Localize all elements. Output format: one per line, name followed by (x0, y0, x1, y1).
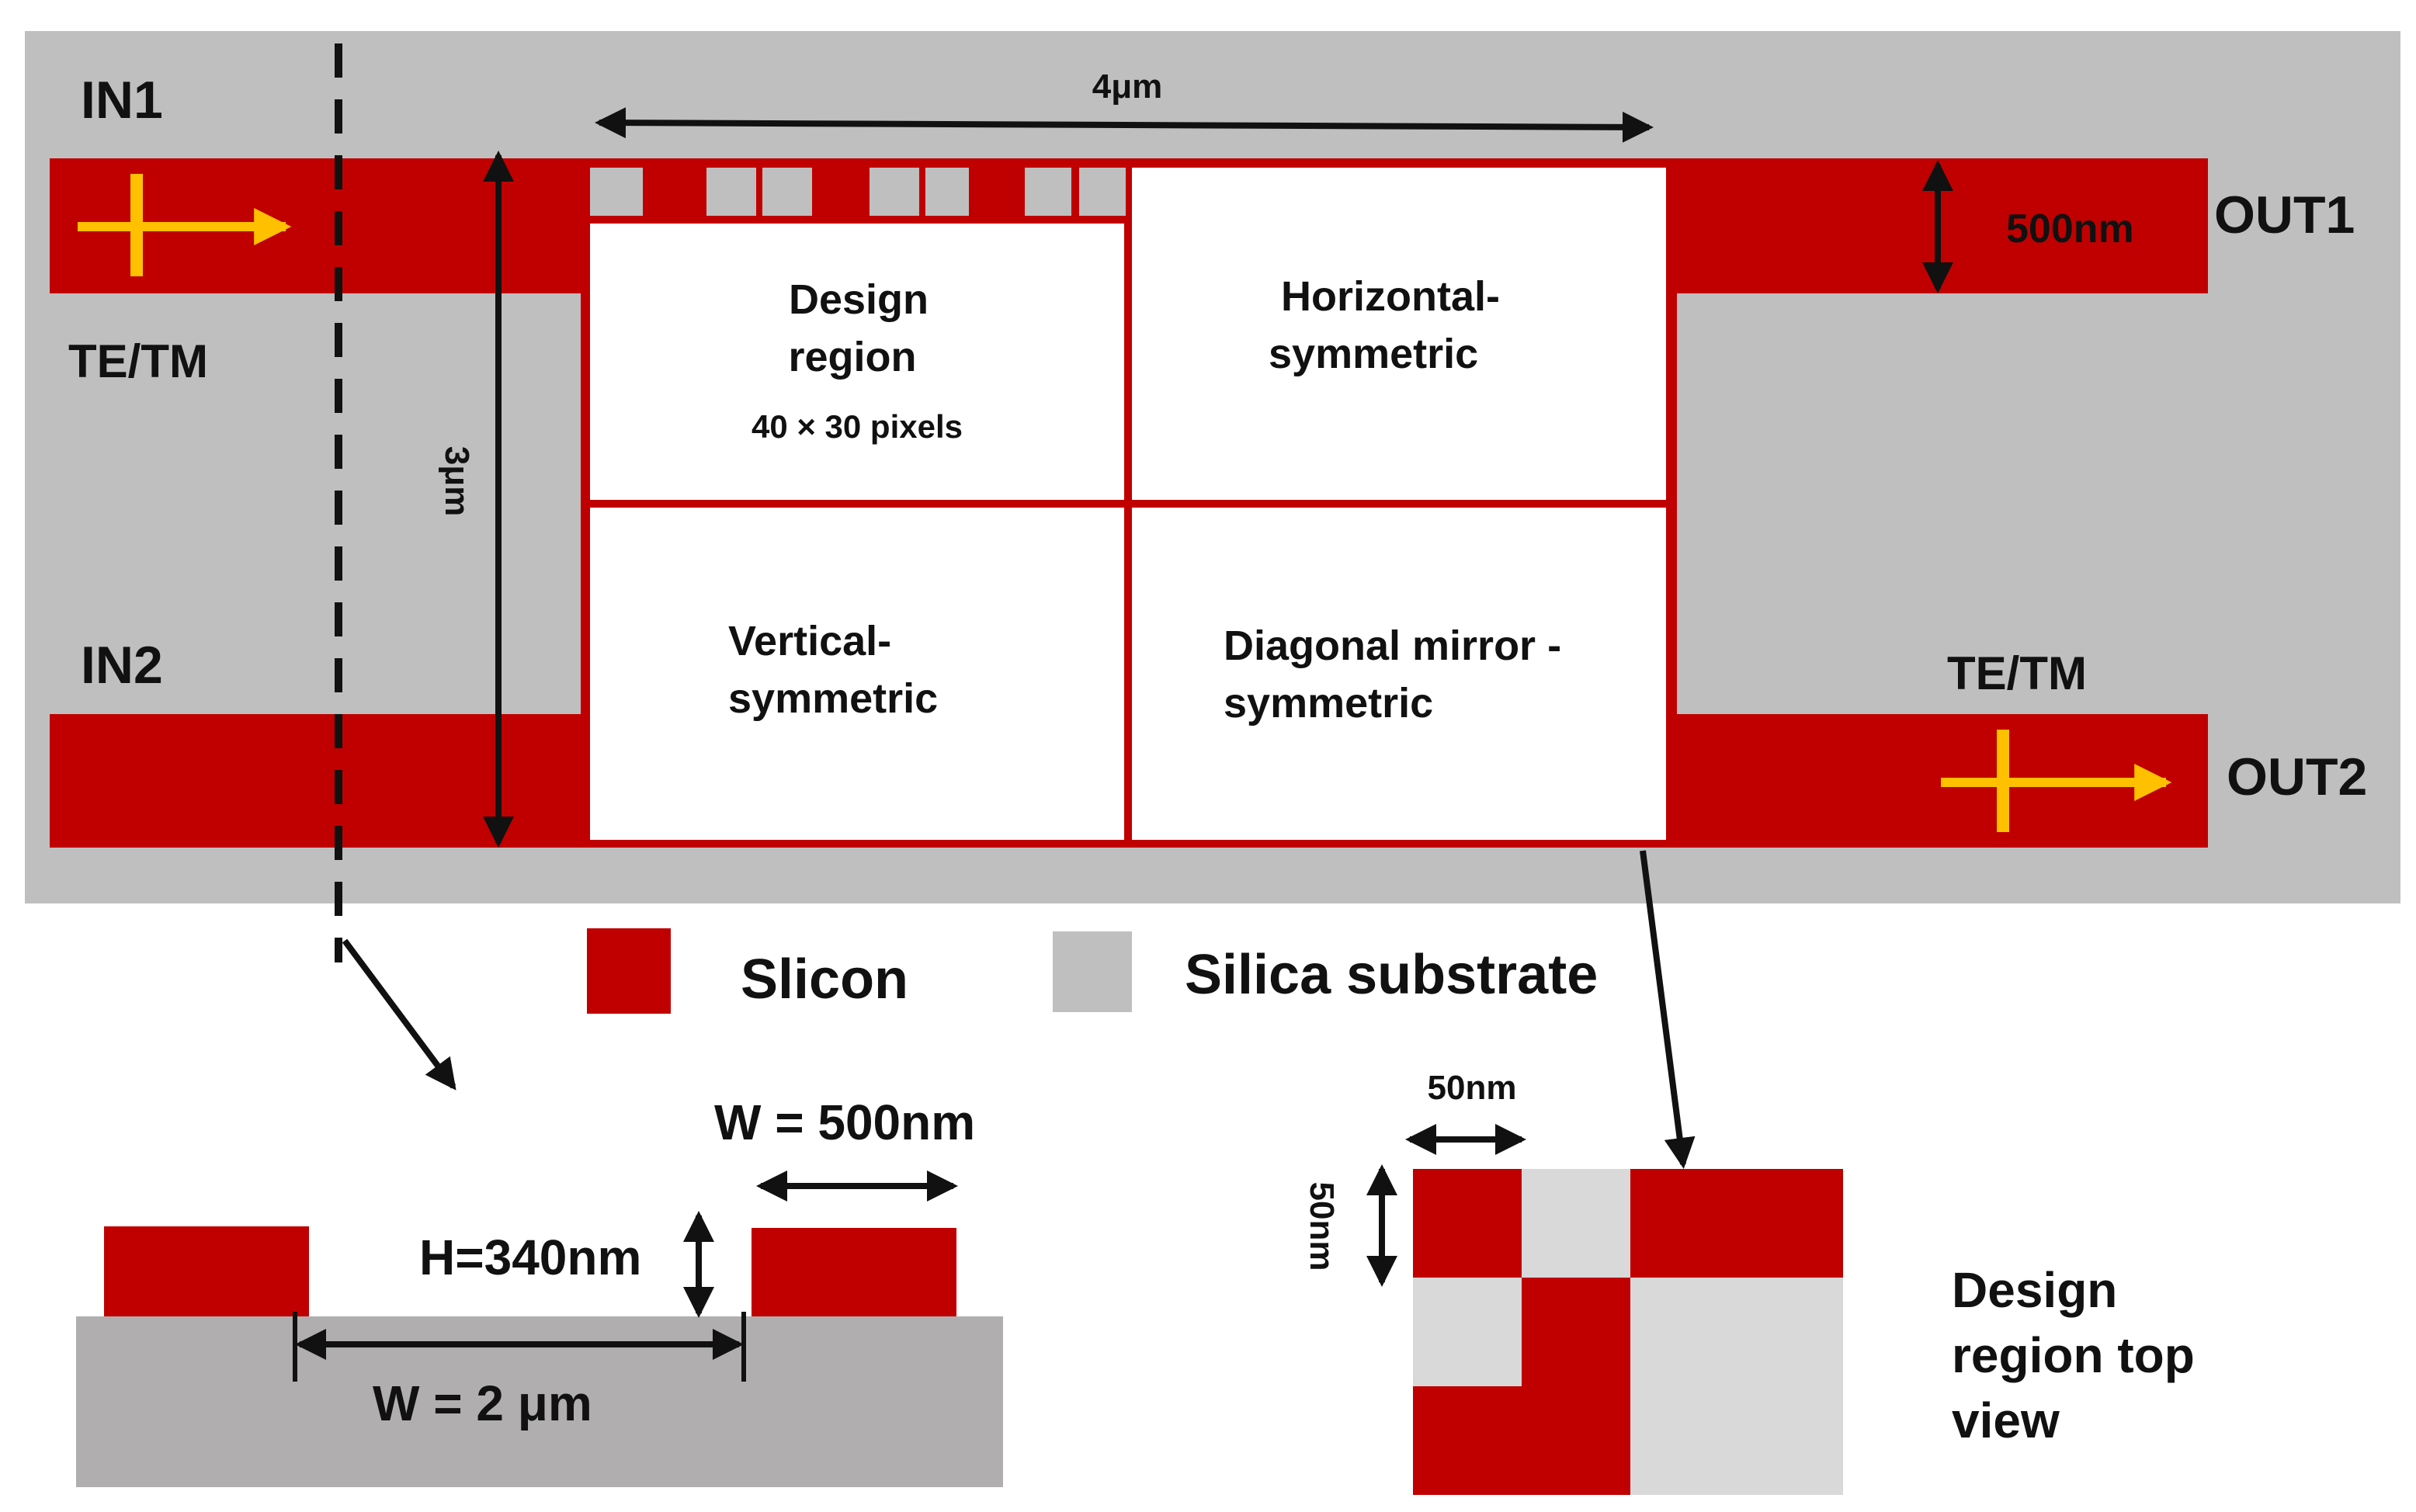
pixel-cell (1413, 1386, 1630, 1495)
pixel-view-pointer-arrow (1640, 850, 1696, 1169)
pixel-cell (1413, 1169, 1522, 1278)
legend-silicon-swatch (587, 928, 671, 1014)
vertical-symmetric-label-2: symmetric (728, 675, 938, 722)
pixel-width-label: 50nm (1428, 1069, 1517, 1107)
legend-silica-swatch (1053, 931, 1132, 1012)
waveguide-width-label: 500nm (2006, 206, 2134, 251)
pixel-view-title-1: Design (1952, 1262, 2117, 1318)
pixel-view-title-2: region top (1952, 1327, 2195, 1383)
pixel-view-title-3: view (1952, 1392, 2060, 1448)
design-region-label-1: Design (789, 276, 929, 323)
waveguide-in2 (50, 714, 593, 848)
horizontal-symmetric-label-2: symmetric (1269, 331, 1478, 377)
polarization-icon-out (1941, 730, 2172, 832)
height-dim-label: H=340nm (419, 1229, 641, 1285)
horizontal-symmetric-label-1: Horizontal- (1281, 273, 1500, 320)
wg-width-label: W = 500nm (714, 1094, 975, 1150)
port-out1-label: OUT1 (2214, 186, 2355, 244)
port-in2-label: IN2 (81, 636, 163, 695)
pixel-cell (1079, 168, 1126, 216)
pixel-cell (870, 168, 919, 216)
pixel-height-label: 50nm (1303, 1182, 1341, 1271)
pixel-cell (925, 168, 969, 216)
gap-width-label: W = 2 μm (373, 1375, 592, 1431)
pixel-cell (762, 168, 812, 216)
mode-out-label: TE/TM (1947, 647, 2087, 699)
cross-section-waveguide-left (104, 1226, 309, 1316)
quadrant-design (590, 224, 1124, 500)
diagonal-symmetric-label-1: Diagonal mirror - (1224, 622, 1561, 669)
port-in1-label: IN1 (81, 71, 163, 130)
legend-silica-label: Silica substrate (1185, 944, 1598, 1006)
design-region-label-2: region (788, 334, 916, 380)
pixel-cell (1522, 1278, 1630, 1386)
pixel-grid (1413, 1169, 1843, 1495)
pixel-cell (1630, 1169, 1843, 1278)
pixel-cell (1522, 1169, 1630, 1278)
quadrant-diagonal (1132, 508, 1666, 840)
pixel-cell (1630, 1278, 1843, 1495)
quadrant-vertical (590, 508, 1124, 840)
port-out2-label: OUT2 (2227, 747, 2367, 806)
length-arrow (595, 107, 1654, 143)
pixel-cell (1413, 1278, 1522, 1386)
polarization-icon-in (78, 174, 292, 276)
cross-section-waveguide-right (752, 1228, 956, 1316)
design-pixels-label: 40 × 30 pixels (752, 408, 963, 445)
height-label: 3μm (438, 446, 476, 517)
cross-section-pointer-arrow (342, 938, 456, 1091)
vertical-symmetric-label-1: Vertical- (728, 618, 891, 664)
legend-silicon-label: Slicon (741, 948, 908, 1011)
quadrant-horizontal (1132, 168, 1666, 500)
mode-in-label: TE/TM (68, 335, 208, 387)
pixel-cell (1025, 168, 1071, 216)
length-label: 4μm (1092, 68, 1163, 106)
pixel-cell (706, 168, 756, 216)
diagonal-symmetric-label-2: symmetric (1224, 680, 1433, 727)
pixel-cell (590, 168, 643, 216)
